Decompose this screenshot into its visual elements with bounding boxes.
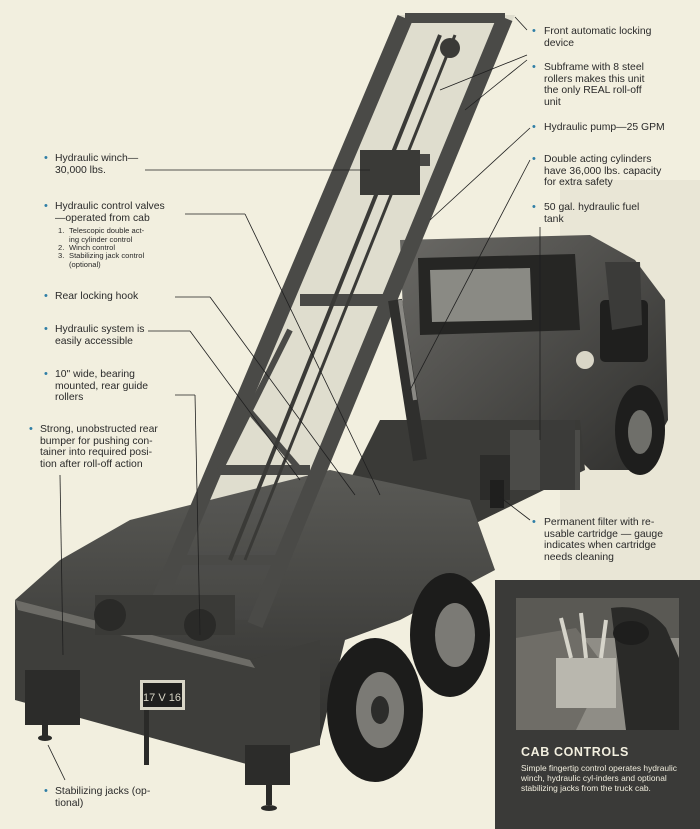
bullet-icon: •	[532, 201, 536, 213]
bullet-icon: •	[44, 290, 48, 302]
bullet-icon: •	[532, 61, 536, 73]
license-plate: 17 V 16	[143, 692, 181, 704]
callout-guide-rollers: • 10" wide, bearing mounted, rear guide …	[44, 368, 148, 404]
roll-off-tower	[94, 13, 515, 641]
callout-permanent-filter: • Permanent filter with re- usable cartr…	[532, 516, 663, 563]
hydraulic-cylinders	[388, 298, 427, 462]
callout-hydraulic-pump: • Hydraulic pump—25 GPM	[532, 121, 665, 133]
truck-cab	[400, 235, 668, 475]
filter	[490, 480, 504, 508]
bullet-icon: •	[44, 323, 48, 335]
callout-front-locking-device: • Front automatic locking device	[532, 25, 652, 49]
leader-lines	[47, 16, 541, 781]
fuel-tank	[540, 420, 575, 490]
bullet-icon: •	[532, 121, 536, 133]
callout-control-valves: • Hydraulic control valves —operated fro…	[44, 200, 235, 269]
callout-system-accessible: • Hydraulic system is easily accessible	[44, 323, 145, 347]
callout-rear-locking-hook: • Rear locking hook	[44, 290, 139, 302]
callout-double-cylinders: • Double acting cylinders have 36,000 lb…	[532, 153, 662, 189]
bullet-icon: •	[532, 516, 536, 528]
callout-stabilizing-jacks: • Stabilizing jacks (op- tional)	[44, 785, 151, 809]
cab-controls-description: Simple fingertip control operates hydrau…	[521, 763, 677, 794]
cab-controls-title: CAB CONTROLS	[521, 745, 629, 759]
callout-hydraulic-winch: • Hydraulic winch— 30,000 lbs.	[44, 152, 139, 176]
bullet-icon: •	[44, 785, 48, 797]
bullet-icon: •	[44, 200, 48, 212]
stabilizing-jacks	[38, 710, 277, 811]
bullet-icon: •	[44, 152, 48, 164]
bullet-icon: •	[44, 368, 48, 380]
bullet-icon: •	[29, 423, 33, 435]
cab-controls-photo	[516, 598, 679, 730]
callout-rear-bumper: • Strong, unobstructed rear bumper for p…	[29, 423, 158, 470]
rear-wheels	[327, 573, 490, 782]
callout-fuel-tank: • 50 gal. hydraulic fuel tank	[532, 201, 640, 225]
bullet-icon: •	[532, 25, 536, 37]
valve-sublist: 1.Telescopic double act- ing cylinder co…	[58, 226, 145, 269]
bullet-icon: •	[532, 153, 536, 165]
callout-subframe: • Subframe with 8 steel rollers makes th…	[532, 61, 645, 108]
